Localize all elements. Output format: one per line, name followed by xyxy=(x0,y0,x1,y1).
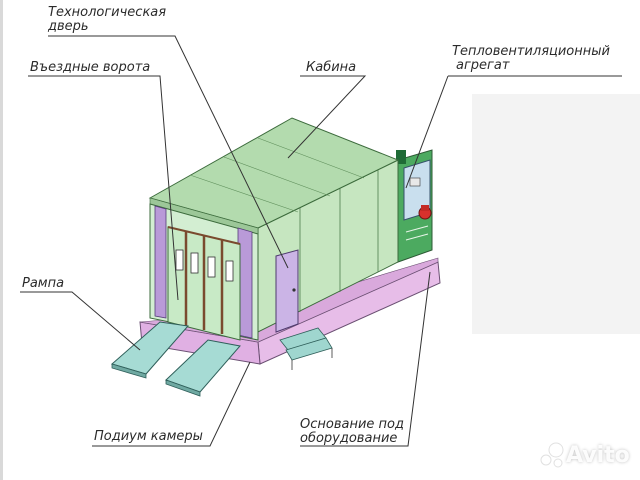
left-border xyxy=(0,0,3,480)
label-base: Основание под оборудование xyxy=(300,418,404,446)
label-ramp: Рампа xyxy=(22,276,65,291)
leader-cabin xyxy=(287,75,367,159)
entry-gates xyxy=(167,226,241,341)
leader-ramp xyxy=(20,291,141,351)
ramp-right xyxy=(165,339,241,397)
background-panel xyxy=(472,94,640,334)
label-entry-gates: Въездные ворота xyxy=(30,60,151,75)
label-tech-door-line2: дверь xyxy=(48,19,89,34)
label-tech-door-line1: Технологическая xyxy=(48,5,167,20)
leader-entry-gates xyxy=(28,75,179,301)
watermark-text: Avito xyxy=(566,443,630,468)
leader-tech-door xyxy=(48,35,289,269)
ramp-left xyxy=(110,321,189,379)
label-heat-unit: Тепловентиляционный агрегат xyxy=(452,45,610,73)
label-tech-door: Технологическая дверь xyxy=(48,6,166,34)
leader-podium xyxy=(92,361,251,447)
label-heat-unit-line2: агрегат xyxy=(456,58,510,73)
steps xyxy=(279,327,333,370)
leader-lines xyxy=(20,35,622,447)
label-podium: Подиум камеры xyxy=(94,429,203,444)
avito-logo-icon xyxy=(540,442,564,468)
label-base-line2: оборудование xyxy=(300,431,398,446)
label-heat-unit-line1: Тепловентиляционный xyxy=(452,44,610,59)
leader-base xyxy=(300,271,431,447)
tech-door-shape xyxy=(275,249,299,333)
label-cabin: Кабина xyxy=(306,60,357,75)
label-base-line1: Основание под xyxy=(300,417,404,432)
front-pillar-left xyxy=(154,205,167,319)
